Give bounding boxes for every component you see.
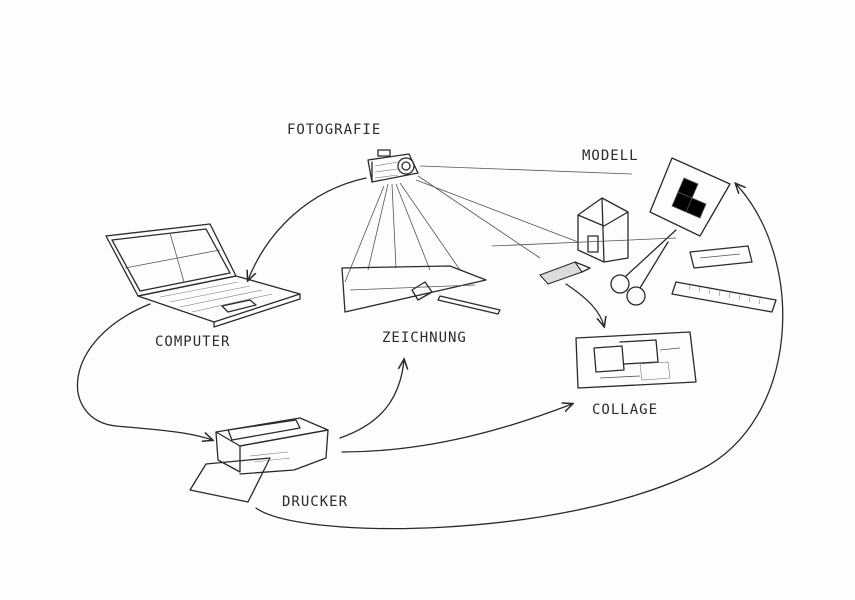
camera-icon [367,149,419,183]
drawing-board-icon [341,182,501,315]
tape-icon [689,245,753,269]
ruler-icon [671,281,777,313]
printer-icon [189,417,329,503]
collage-sheet-icon [575,331,697,389]
laptop-icon [105,223,301,328]
cutter-knife-icon [539,261,591,285]
label-collage: COLLAGE [592,402,659,418]
net-sheet-icon [649,157,731,237]
label-modell: MODELL [582,148,639,164]
scissors-icon [610,229,677,306]
label-computer: COMPUTER [155,334,231,350]
label-zeichnung: ZEICHNUNG [382,330,467,346]
connection-arrows [76,165,784,530]
label-drucker: DRUCKER [282,494,349,510]
house-model-icon [577,197,629,263]
label-fotografie: FOTOGRAFIE [287,122,382,138]
